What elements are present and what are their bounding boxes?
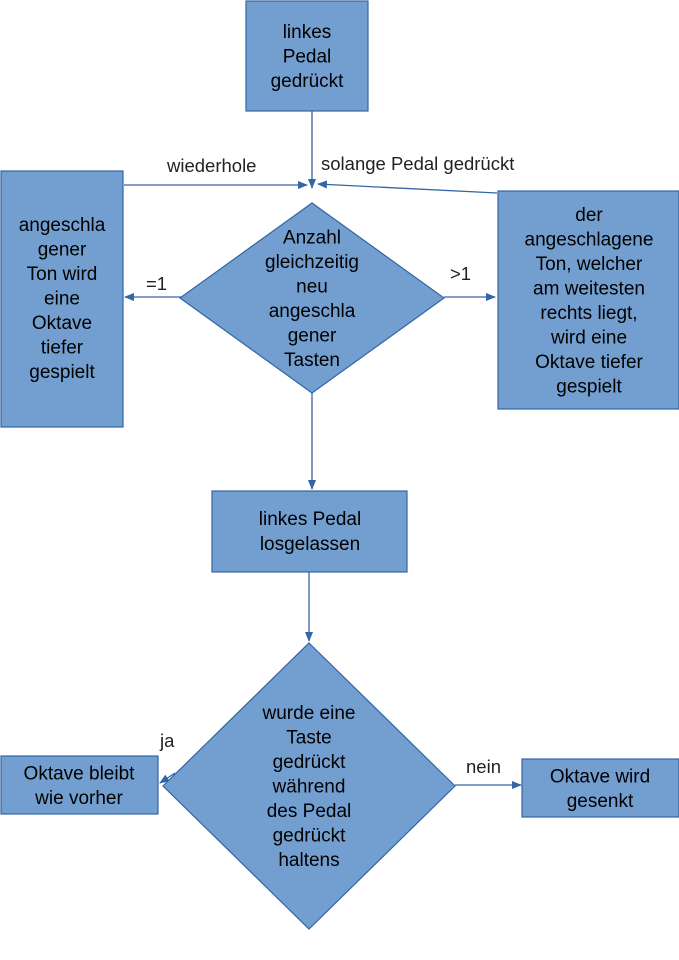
node-text-line: Anzahl	[283, 227, 341, 248]
octave-unchanged-node	[0, 755, 159, 815]
node-text-line: gedrückt	[273, 752, 347, 773]
node-text-line: gleichzeitig	[265, 252, 359, 273]
edge-decision2-to-yes	[159, 772, 176, 784]
node-text-line: der	[575, 205, 603, 226]
multi-key-action-node	[497, 190, 679, 410]
key-count-decision	[178, 202, 446, 394]
node-text-line: wie vorher	[34, 788, 123, 809]
node-text-line: des Pedal	[267, 801, 352, 822]
single-key-action-node	[0, 170, 124, 428]
node-text-line: gener	[38, 240, 87, 261]
node-text-line: gesenkt	[567, 791, 634, 812]
node-text-line: Taste	[286, 728, 331, 749]
node-text-line: Ton, welcher	[536, 254, 643, 275]
node-text-line: gedrückt	[273, 826, 347, 847]
start-node	[245, 0, 369, 112]
node-text-line: Tasten	[284, 350, 340, 371]
edge-label-gt-one: >1	[450, 263, 471, 284]
node-text-line: losgelassen	[260, 534, 360, 555]
node-text-line: wird eine	[550, 327, 627, 348]
pedal-released-text: linkes Pedal losgelassen	[259, 509, 361, 555]
node-text-line: angeschla	[269, 301, 356, 322]
edge-loop-right	[317, 180, 498, 194]
node-text-line: während	[272, 777, 346, 798]
node-text-line: rechts liegt,	[540, 303, 637, 324]
node-text-line: am weitesten	[533, 278, 645, 299]
node-text-line: wurde eine	[262, 703, 356, 724]
edge-label-no: nein	[466, 756, 501, 777]
node-text-line: Oktave wird	[550, 766, 650, 787]
node-text-line: haltens	[278, 850, 339, 871]
edge-label-eq-one: =1	[146, 273, 167, 294]
node-text-line: Oktave	[32, 313, 92, 334]
edge-label-yes: ja	[159, 730, 175, 751]
edge-label-while-pressed: solange Pedal gedrückt	[321, 153, 514, 174]
node-text-line: linkes	[283, 22, 332, 43]
node-text-line: angeschla	[19, 215, 106, 236]
node-text-line: Pedal	[283, 47, 332, 68]
node-text-line: Oktave tiefer	[535, 352, 643, 373]
octave-unchanged-text: Oktave bleibt wie vorher	[24, 763, 136, 809]
node-text-line: neu	[296, 276, 328, 297]
octave-lowered-node	[521, 758, 679, 818]
node-text-line: Oktave bleibt	[24, 763, 136, 784]
node-text-line: Ton wird	[27, 264, 98, 285]
pedal-released-node	[211, 490, 408, 573]
node-text-line: gedrückt	[271, 71, 345, 92]
octave-lowered-text: Oktave wird gesenkt	[550, 766, 650, 812]
node-text-line: gespielt	[556, 376, 622, 397]
node-text-line: tiefer	[41, 338, 84, 359]
node-text-line: eine	[44, 289, 80, 310]
edge-label-repeat: wiederhole	[166, 155, 256, 176]
node-text-line: gespielt	[29, 362, 95, 383]
node-text-line: angeschlagene	[525, 229, 654, 250]
key-pressed-decision	[162, 642, 456, 930]
node-text-line: gener	[288, 325, 337, 346]
node-text-line: linkes Pedal	[259, 509, 361, 530]
